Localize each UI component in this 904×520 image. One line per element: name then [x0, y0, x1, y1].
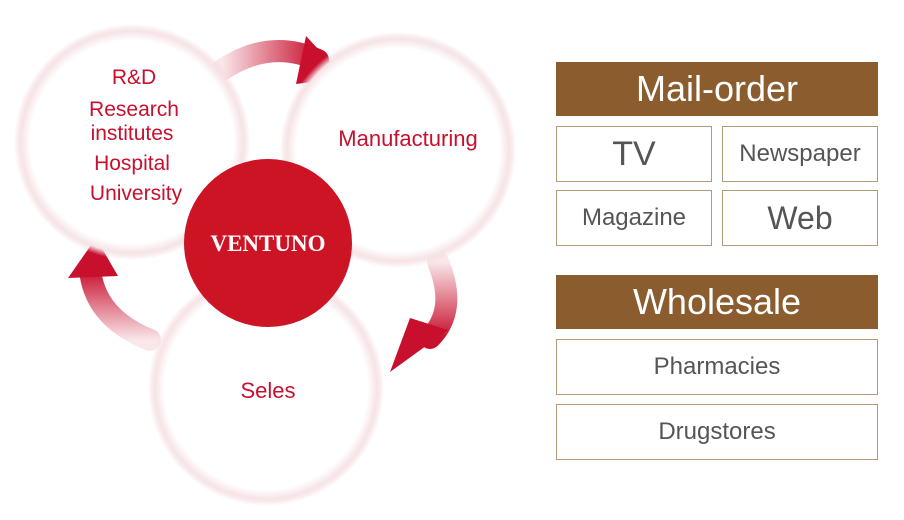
rd-item: Hospital	[94, 152, 170, 175]
mail-order-item-newspaper: Newspaper	[722, 126, 878, 182]
cycle-arrow-right	[390, 251, 458, 372]
rd-circle	[14, 24, 250, 260]
wholesale-item-pharmacies: Pharmacies	[556, 339, 878, 395]
wholesale-item-drugstores: Drugstores	[556, 404, 878, 460]
sales-label: Seles	[240, 378, 295, 403]
rd-item: Research	[89, 98, 179, 121]
rd-item: institutes	[91, 122, 174, 145]
rd-item: University	[90, 182, 183, 205]
ventuno-core-circle	[184, 159, 352, 327]
wholesale-header: Wholesale	[556, 275, 878, 329]
cycle-arrow-left	[68, 238, 161, 351]
mail-order-item-magazine: Magazine	[556, 190, 712, 246]
mail-order-item-web: Web	[722, 190, 878, 246]
manufacturing-label: Manufacturing	[338, 126, 477, 151]
cycle-diagram: VENTUNO R&D Research institutes Hospital…	[14, 24, 516, 506]
sales-circle	[148, 270, 384, 506]
mail-order-item-tv: TV	[556, 126, 712, 182]
mail-order-header: Mail-order	[556, 62, 878, 116]
rd-title: R&D	[112, 66, 156, 89]
ventuno-core-label: VENTUNO	[210, 231, 325, 256]
